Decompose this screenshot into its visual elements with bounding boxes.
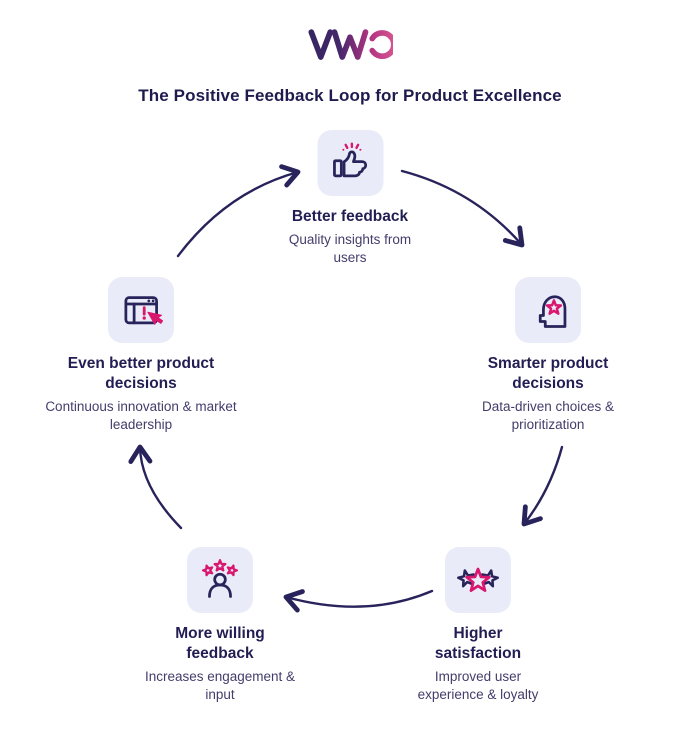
arrow-top-to-right	[400, 169, 525, 248]
three-stars-icon	[445, 547, 511, 613]
node-more-willing-feedback: More willing feedback Increases engageme…	[131, 547, 309, 704]
node-description: Data-driven choices & prioritization	[481, 398, 615, 432]
node-smarter-product-decisions: Smarter product decisions Data-driven ch…	[472, 277, 624, 434]
node-description: Quality insights from users	[288, 231, 412, 266]
node-description: Continuous innovation & market leadershi…	[45, 398, 237, 432]
node-title: Better feedback	[291, 208, 409, 225]
arrow-right-to-bottomright	[521, 445, 564, 527]
node-title: Even better product decisions	[67, 355, 215, 392]
node-title: More willing feedback	[175, 625, 265, 662]
node-description: Improved user experience & loyalty	[417, 668, 539, 702]
arrow-left-to-top	[176, 164, 301, 258]
node-even-better-product-decisions: Even better product decisions Continuous…	[42, 277, 240, 434]
browser-alert-cursor-icon	[108, 277, 174, 343]
node-higher-satisfaction: Higher satisfaction Improved user experi…	[403, 547, 553, 704]
node-description: Increases engagement & input	[144, 668, 296, 702]
thumbs-up-icon	[317, 130, 383, 196]
arrow-bottomleft-to-left	[128, 444, 183, 530]
head-star-icon	[515, 277, 581, 343]
node-better-feedback: Better feedback Quality insights from us…	[288, 130, 413, 267]
page-title: The Positive Feedback Loop for Product E…	[138, 86, 562, 105]
node-title: Smarter product decisions	[487, 355, 609, 392]
node-title: Higher satisfaction	[434, 625, 522, 662]
vwo-logo	[307, 27, 397, 68]
person-stars-icon	[187, 547, 253, 613]
vwo-logo-icon	[308, 29, 397, 60]
